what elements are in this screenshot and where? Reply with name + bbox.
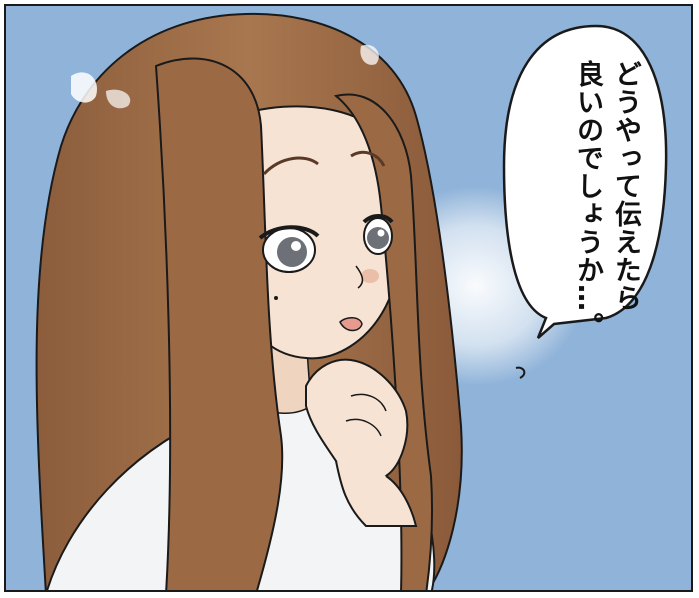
sound-mark — [515, 366, 526, 379]
speech-line-2: 良いのでしょうか…。 — [572, 60, 603, 340]
eye-shine-right — [377, 229, 385, 237]
speech-bubble-text: どうやって伝えたら 良いのでしょうか…。 — [568, 60, 644, 340]
blush — [361, 269, 379, 283]
eyebrow-left — [262, 156, 319, 176]
manga-panel: どうやって伝えたら 良いのでしょうか…。 — [4, 4, 693, 592]
eyelash-left — [258, 225, 320, 240]
eyebrow-right — [350, 150, 386, 167]
panel-illustration — [6, 6, 691, 590]
hair-highlight — [71, 72, 97, 103]
nose — [355, 265, 364, 289]
iris-left — [277, 237, 307, 267]
mole — [274, 296, 278, 300]
hair-front-right — [333, 93, 434, 590]
mouth — [339, 317, 363, 332]
hair-highlight — [360, 44, 379, 65]
hair-highlight — [106, 89, 131, 109]
wrist — [335, 460, 418, 527]
speech-bubble — [502, 24, 668, 339]
speech-line-1: どうやって伝えたら — [610, 60, 641, 312]
finger-line — [350, 393, 387, 412]
eye-shine-left — [291, 241, 301, 251]
iris-right — [367, 227, 389, 249]
hair-front-left — [154, 57, 284, 590]
eyelash-right — [362, 214, 394, 224]
finger-line — [345, 418, 382, 437]
